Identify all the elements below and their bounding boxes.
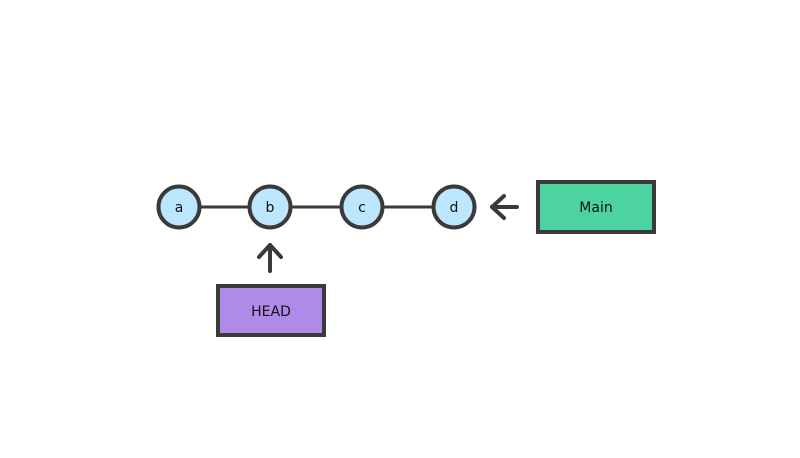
commit-label: c: [358, 200, 366, 216]
branch-main-box: [536, 180, 656, 234]
commit-node-a: a: [156, 184, 202, 230]
commit-label: a: [175, 200, 184, 216]
commit-node-d: d: [431, 184, 477, 230]
commit-circle: [339, 184, 385, 230]
commit-circle: [431, 184, 477, 230]
branch-main-label: Main: [579, 200, 612, 216]
commit-circle: [156, 184, 202, 230]
branch-main: Main: [536, 180, 656, 234]
head-pointer-arrow-icon: [257, 243, 283, 273]
branch-head-box: [216, 284, 326, 337]
commit-node-c: c: [339, 184, 385, 230]
commit-node-b: b: [247, 184, 293, 230]
commit-circle: [247, 184, 293, 230]
branch-head-label: HEAD: [251, 304, 291, 320]
main-pointer-arrow-icon: [490, 194, 519, 220]
branch-head: HEAD: [216, 284, 326, 337]
commit-label: d: [450, 200, 459, 216]
commit-label: b: [266, 200, 275, 216]
